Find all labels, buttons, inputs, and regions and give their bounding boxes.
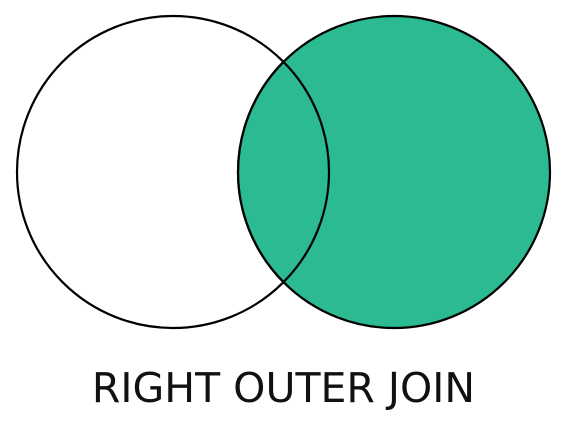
left-set-circle bbox=[15, 14, 331, 330]
overlap-outline bbox=[236, 16, 329, 328]
diagram-title: RIGHT OUTER JOIN bbox=[91, 364, 476, 412]
venn-diagram bbox=[15, 14, 552, 330]
